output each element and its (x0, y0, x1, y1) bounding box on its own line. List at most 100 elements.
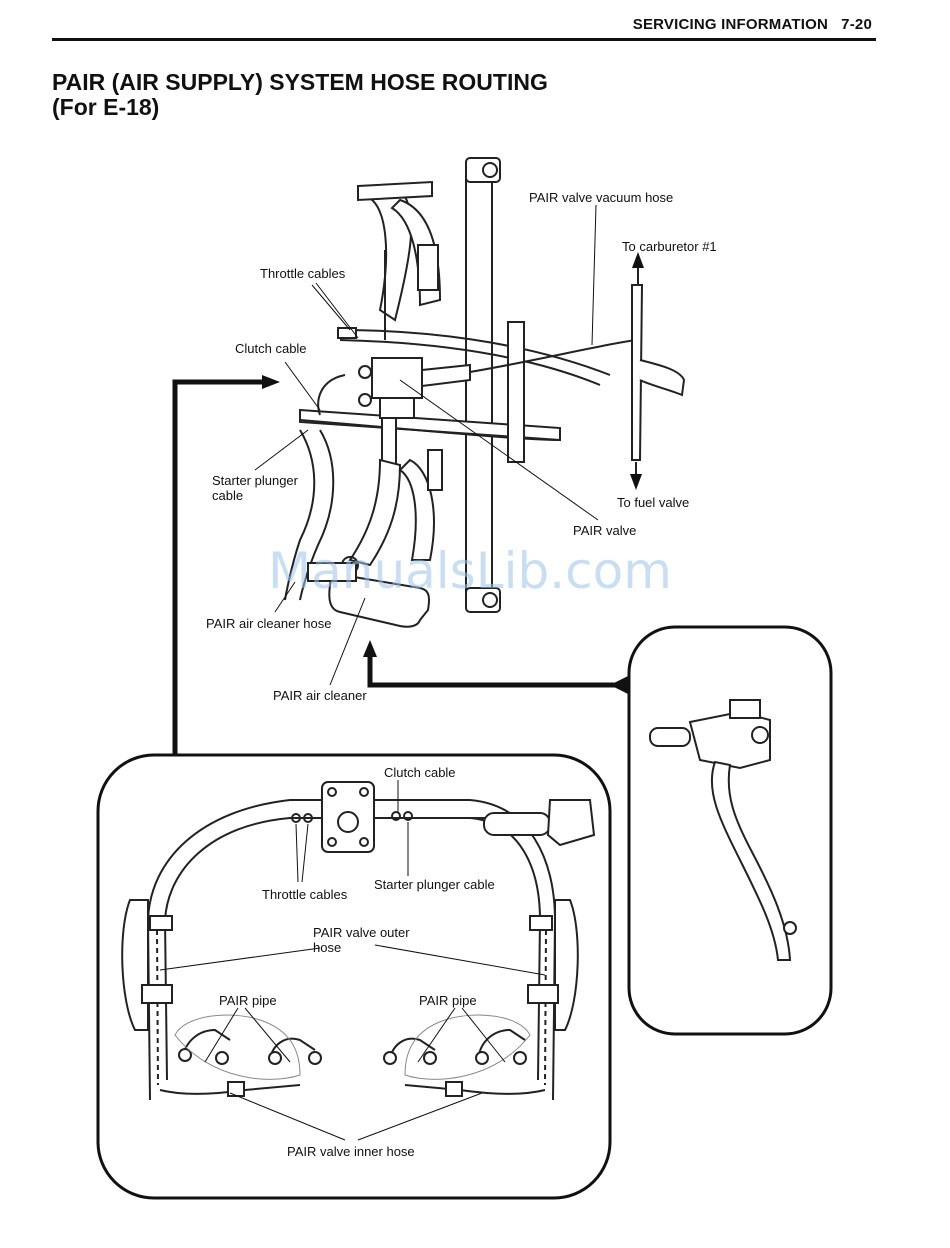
bracket-right-lower (527, 984, 559, 1004)
leader-b-pipe-r1 (417, 1007, 456, 1063)
pair-valve-body (371, 357, 423, 399)
pipe-bolt-icon-l3 (268, 1051, 282, 1065)
clutch-connector-icon-1 (391, 811, 401, 821)
top-leaders (254, 204, 599, 686)
label-clutch-cable-top: Clutch cable (235, 341, 307, 356)
bottom-valve-bolt-icon-1 (327, 787, 337, 797)
title-line-1: PAIR (AIR SUPPLY) SYSTEM HOSE ROUTING (52, 69, 548, 95)
upper-hose-cap (357, 180, 433, 202)
pipe-bolt-icon-r4 (513, 1051, 527, 1065)
label-to-carburetor: To carburetor #1 (622, 239, 717, 254)
pipe-bolt-icon-l2 (215, 1051, 229, 1065)
top-diagram (284, 157, 686, 628)
leader-b-pipe-r2 (461, 1007, 506, 1063)
leader-clutch (284, 361, 321, 411)
label-pair-valve: PAIR valve (573, 523, 636, 538)
pipe-bolt-icon-r1 (383, 1051, 397, 1065)
side-cover-right (554, 899, 579, 1031)
clip-right (529, 915, 553, 931)
label-starter-plunger-2: cable (212, 488, 243, 503)
bottom-valve-bolt-icon-4 (359, 837, 369, 847)
label-pair-valve-inner-hose: PAIR valve inner hose (287, 1144, 415, 1159)
inner-hose-clamp-right (445, 1081, 463, 1097)
bottom-detail-frame (96, 753, 612, 1200)
header-section: SERVICING INFORMATION (632, 16, 829, 33)
frame-arch-inner (164, 817, 541, 921)
label-to-fuel-valve: To fuel valve (617, 495, 689, 510)
inner-hose-clamp-left (227, 1081, 245, 1097)
pipe-bolt-icon-r2 (423, 1051, 437, 1065)
throttle-cable-end (337, 327, 357, 339)
bottom-valve-port-icon (337, 811, 359, 833)
title-line-2: (For E-18) (52, 94, 160, 120)
label-clutch-cable-bottom: Clutch cable (384, 765, 456, 780)
label-pair-pipe-left: PAIR pipe (219, 993, 277, 1008)
pair-valve-lower (379, 397, 415, 419)
header-rule (52, 38, 876, 41)
leader-starter-plunger (254, 429, 309, 471)
air-cleaner-hose-inner (299, 429, 335, 601)
leader-b-outer-right (374, 944, 546, 976)
leader-b-pipe-l2 (244, 1007, 291, 1063)
label-starter-plunger-bottom: Starter plunger cable (374, 877, 495, 892)
bottom-air-cleaner (546, 799, 596, 847)
lower-hose-b (398, 458, 435, 561)
leader-air-cleaner-hose (274, 581, 296, 613)
leader-b-inner-left (229, 1092, 346, 1141)
inset-valve-top (729, 699, 761, 719)
bracket-left (141, 984, 173, 1004)
clamp-lower (427, 449, 443, 491)
label-throttle-cables-bottom: Throttle cables (262, 887, 348, 902)
bracket-right (507, 321, 525, 463)
outer-hose-left (156, 929, 159, 1086)
vacuum-port (421, 363, 471, 388)
page-header: SERVICING INFORMATION 7-20 (633, 16, 872, 33)
label-pair-air-cleaner-hose: PAIR air cleaner hose (206, 616, 332, 631)
throttle-cable-2 (339, 339, 601, 386)
inset-clamp-icon (783, 921, 797, 935)
frame-tube (465, 177, 493, 599)
reference-arrows (172, 375, 630, 760)
leader-air-cleaner (329, 597, 366, 686)
label-pair-valve-outer-2: hose (313, 940, 341, 955)
arrow-bottom-connector (367, 655, 630, 688)
header-page-number: 7-20 (841, 16, 872, 33)
leader-b-inner-right (357, 1092, 483, 1141)
label-pair-valve-outer-1: PAIR valve outer (313, 925, 410, 940)
page-title: PAIR (AIR SUPPLY) SYSTEM HOSE ROUTING (F… (52, 70, 548, 120)
air-cleaner-connector (307, 562, 357, 582)
bottom-valve-bolt-icon-2 (359, 787, 369, 797)
pipe-bolt-icon-r3 (475, 1051, 489, 1065)
pipe-bolt-icon-l1 (178, 1048, 192, 1062)
leader-throttle-2 (315, 282, 359, 339)
port-outline-left (174, 1014, 301, 1080)
arrow-right-head-icon (262, 375, 280, 389)
inset-pointer-icon (610, 675, 630, 695)
pipe-bolt-icon-l4 (308, 1051, 322, 1065)
inset-bolt-icon (751, 726, 769, 744)
outer-hose-right (544, 929, 547, 1086)
valve-bolt-icon-2 (358, 393, 372, 407)
port-outline-right (404, 1014, 531, 1080)
throttle-cable-1 (339, 329, 611, 376)
leader-b-outer-left (159, 947, 321, 971)
vacuum-hose (469, 339, 637, 373)
inset-hose-stub (649, 727, 691, 747)
label-pair-valve-vacuum-hose: PAIR valve vacuum hose (529, 190, 673, 205)
throttle-connector-icon-1 (291, 813, 301, 823)
leader-pair-valve (399, 379, 599, 521)
arrow-up-head-icon (363, 640, 377, 657)
label-starter-plunger-1: Starter plunger (212, 473, 299, 488)
bottom-diagram (121, 781, 596, 1101)
lower-hose (348, 458, 402, 567)
valve-bolt-icon (358, 365, 372, 379)
clutch-cable-curve (317, 374, 346, 416)
bottom-leaders (159, 780, 546, 1141)
clutch-connector-icon-2 (403, 811, 413, 821)
leader-b-throttle-2 (301, 823, 309, 883)
label-throttle-cables-top: Throttle cables (260, 266, 346, 281)
arrow-up-icon (632, 252, 644, 268)
air-cleaner-hose-outer (284, 429, 316, 601)
arrow-left-connector (172, 379, 264, 760)
